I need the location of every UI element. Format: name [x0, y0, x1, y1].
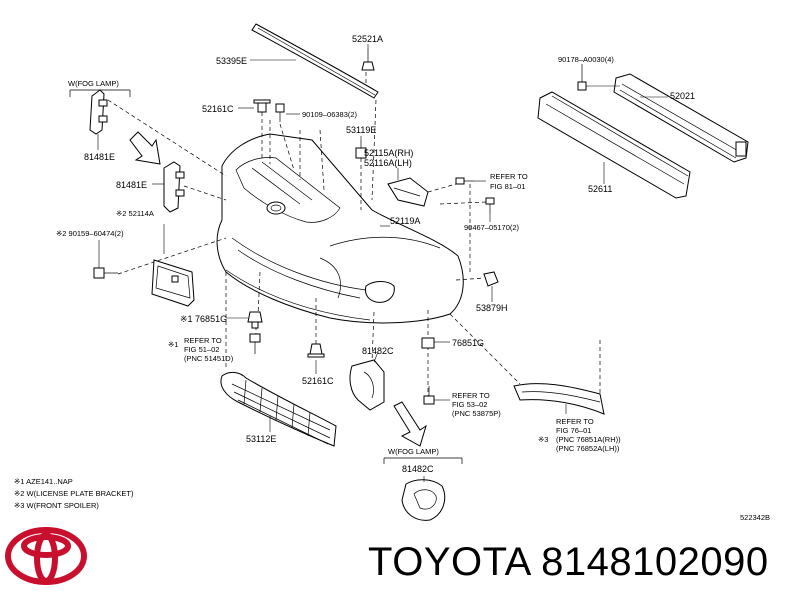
label-refer-81-line1: REFER TO: [490, 172, 528, 181]
retainer-strip-53395e: [251, 23, 379, 99]
license-plate-bracket-52114a: [151, 259, 195, 307]
label-refer-76-line4: (PNC 76852A(LH)): [556, 444, 620, 453]
label-76851g-left: ※1 76851G: [180, 314, 227, 324]
lower-grille-53112e: [220, 371, 337, 447]
screw-51-02: [249, 333, 261, 354]
label-52161c-bottom: 52161C: [302, 376, 334, 386]
label-53119e: 53119E: [346, 125, 376, 135]
label-refer-51-mark: ※1: [168, 340, 178, 349]
brand-part-number: TOYOTA 8148102090: [368, 540, 769, 584]
label-53395e: 53395E: [216, 56, 247, 66]
label-52021: 52021: [670, 91, 695, 101]
label-refer-76-line2: FIG 76–01: [556, 426, 591, 435]
direction-arrow-lower: [393, 401, 427, 447]
fog-lamp-bracket-81481e-lower: [163, 161, 185, 213]
label-90178: 90178–A0030(4): [558, 55, 614, 64]
label-refer-51-line3: (PNC 51451D): [184, 354, 234, 363]
absorber-52611: [537, 91, 691, 199]
bumper-cover-52119a: [216, 133, 464, 324]
label-90467: 90467–05170(2): [464, 223, 520, 232]
direction-arrow-upper: [129, 131, 161, 165]
note-1: ※1 AZE141..NAP: [14, 477, 73, 486]
clip-53879h: [483, 271, 499, 287]
label-81481e-lower: 81481E: [116, 180, 147, 190]
label-refer-51-line1: REFER TO: [184, 336, 222, 345]
screw-81-01: [455, 177, 474, 185]
label-refer-76-line3: (PNC 76851A(RH)): [556, 435, 621, 444]
label-81482c-mid: 81482C: [362, 346, 394, 356]
label-81481e-upper: 81481E: [84, 152, 115, 162]
label-52115a: 52115A(RH): [364, 148, 413, 158]
label-52521a: 52521A: [352, 34, 383, 44]
label-52611: 52611: [588, 184, 612, 194]
reinforcement-52021: [613, 73, 749, 163]
label-90159: ※2 90159–60474(2): [56, 229, 124, 238]
label-52119a: 52119A: [390, 216, 420, 226]
label-52114a: ※2 52114A: [116, 209, 154, 218]
label-refer-53-line2: FIG 53–02: [452, 400, 487, 409]
note-2: ※2 W(LICENSE PLATE BRACKET): [14, 489, 134, 498]
clip-76851g-left: [247, 311, 263, 329]
note-3: ※3 W(FRONT SPOILER): [14, 501, 99, 510]
bolt-90178: [577, 64, 587, 91]
front-spoiler-76-01: [513, 383, 605, 415]
fog-lamp-bracket-81481e-upper: [89, 89, 108, 135]
label-refer-76-line1: REFER TO: [556, 417, 594, 426]
label-90109: 90109–06383(2): [302, 110, 358, 119]
clip-76851g-right: [421, 337, 435, 349]
label-52116a: 52116A(LH): [364, 158, 412, 168]
fog-lamp-cover-81482c-mid: [349, 359, 385, 411]
screw-90109: [275, 103, 285, 122]
label-refer-53-line1: REFER TO: [452, 391, 490, 400]
label-81482c-bottom: 81482C: [402, 464, 434, 474]
clip-52161c-top: [253, 99, 271, 113]
clip-52521a: [361, 48, 375, 71]
toyota-logo: [5, 527, 87, 585]
clip-52161c-bottom: [307, 343, 325, 358]
label-w-fog-lamp-bottom: W(FOG LAMP): [388, 447, 439, 456]
label-53879h: 53879H: [476, 303, 508, 313]
label-53112e: 53112E: [246, 434, 276, 444]
label-refer-53-line3: (PNC 53875P): [452, 409, 501, 418]
diagram-code: 522342B: [740, 513, 770, 522]
label-refer-76-mark: ※3: [538, 435, 548, 444]
label-w-fog-lamp-top: W(FOG LAMP): [68, 79, 119, 88]
fog-lamp-cover-81482c-bottom: [401, 479, 446, 521]
screw-53-02: [423, 386, 435, 405]
bolt-90467: [485, 197, 495, 214]
screw-90159: [93, 267, 118, 279]
label-52161c-top: 52161C: [202, 104, 234, 114]
label-refer-81-line2: FIG 81–01: [490, 182, 525, 191]
label-76851g-right: 76851G: [452, 338, 484, 348]
bumper-bracket-52115a: [387, 177, 429, 207]
label-refer-51-line2: FIG 51–02: [184, 345, 219, 354]
